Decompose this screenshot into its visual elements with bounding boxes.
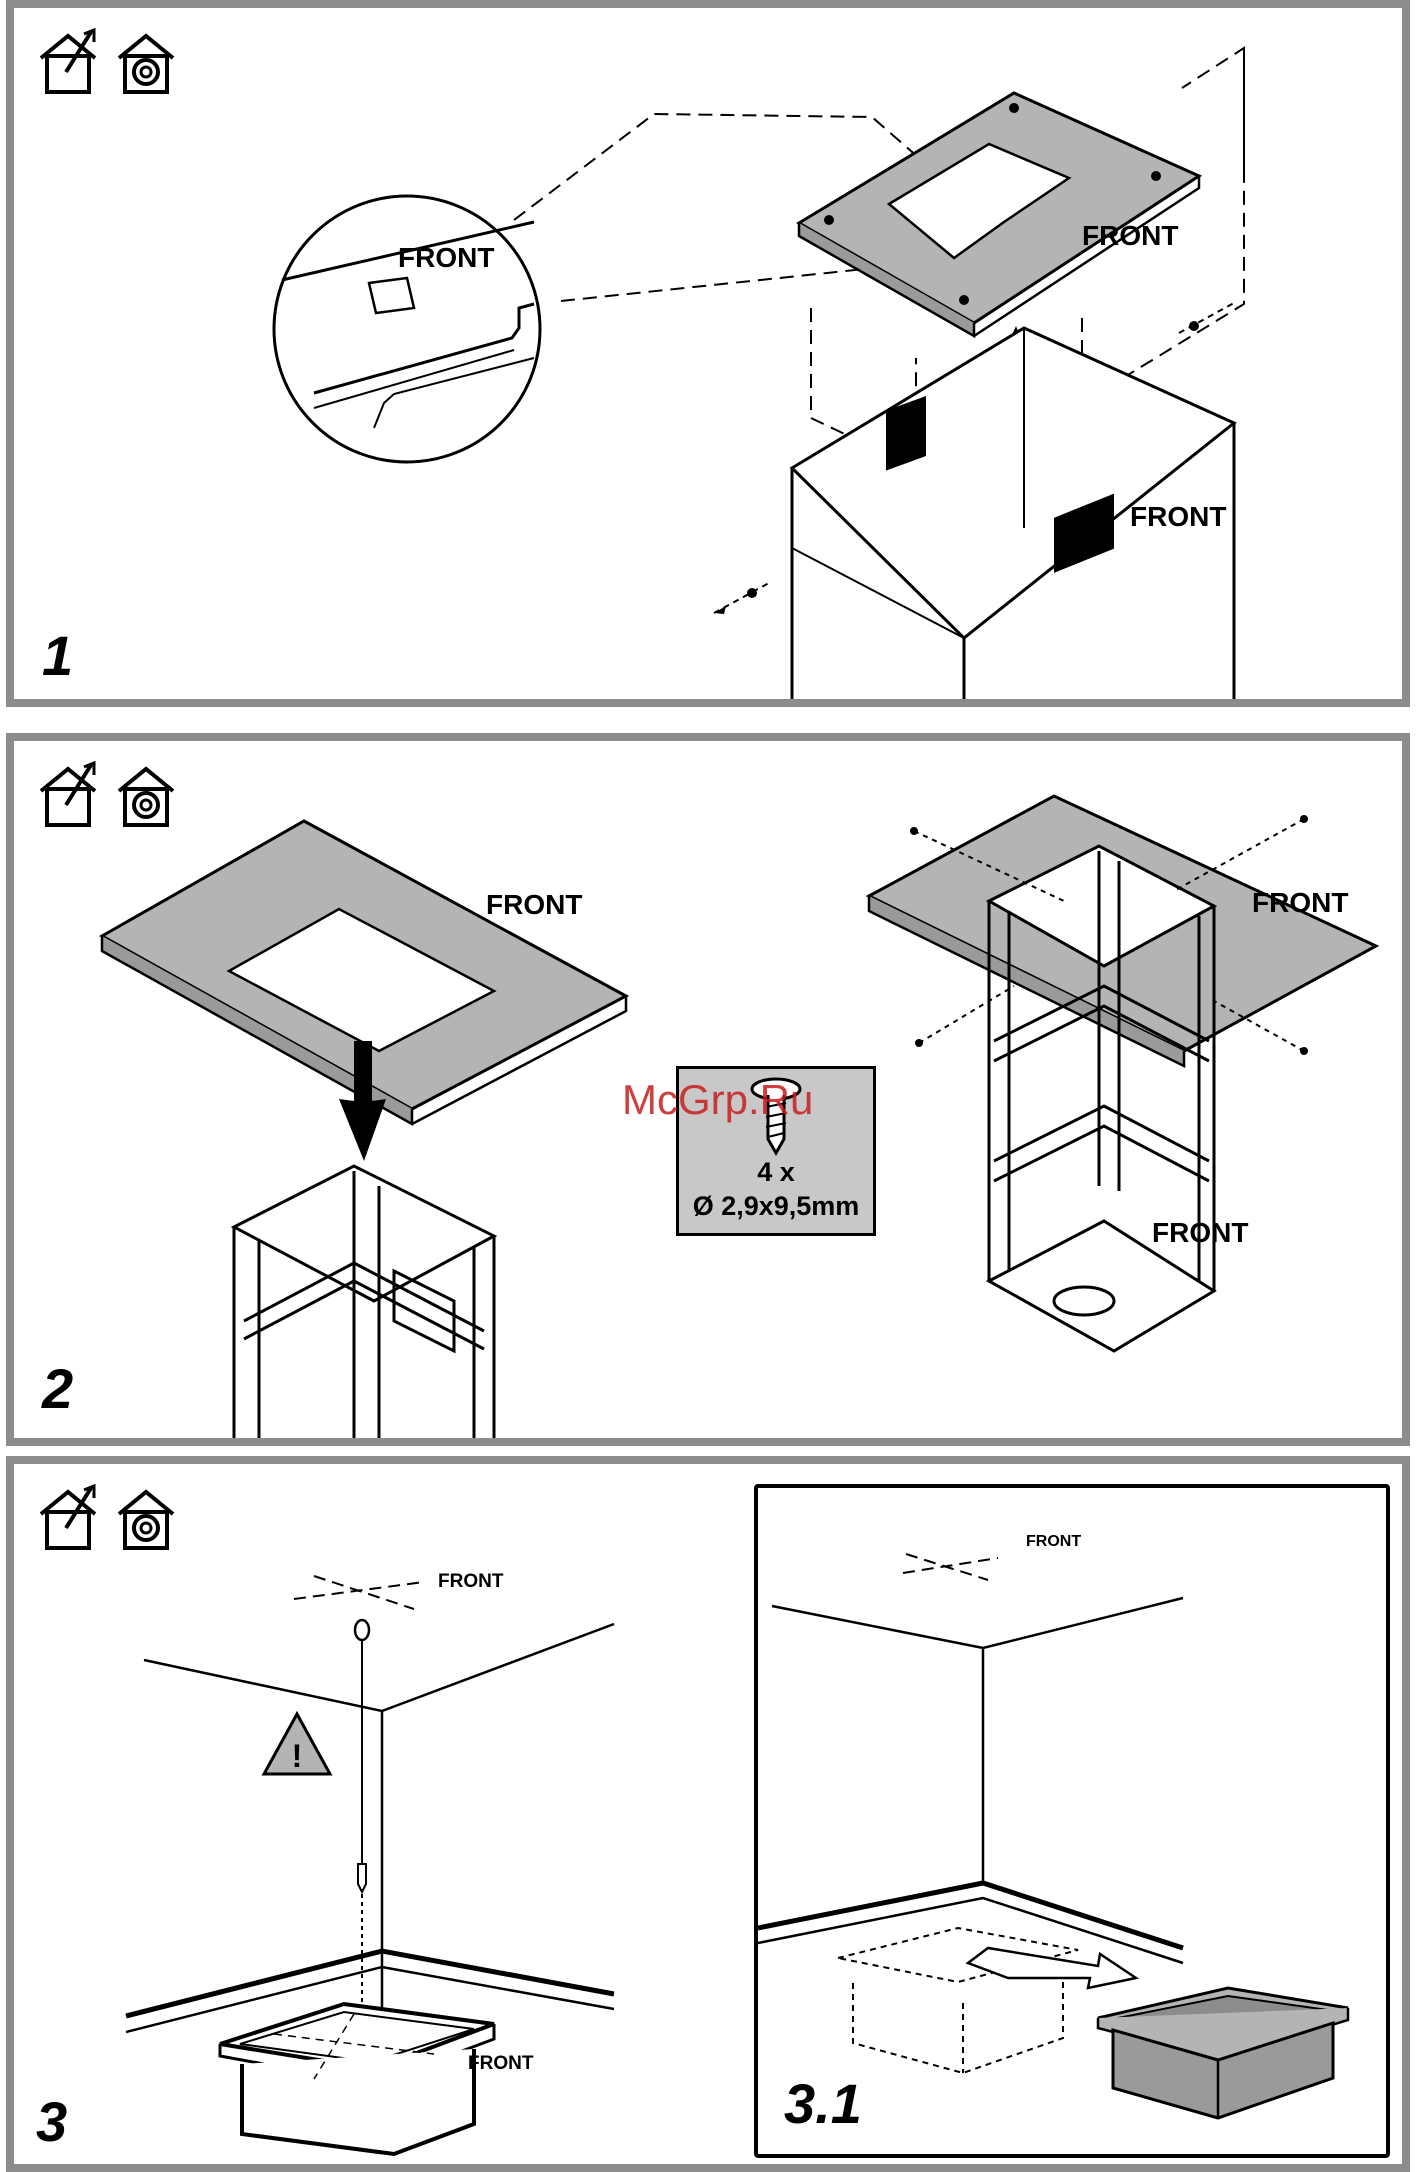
front-label-ceiling: FRONT — [438, 1572, 503, 1591]
front-label-box: FRONT — [468, 2054, 533, 2073]
step-3-1-illustration — [758, 1488, 1386, 2154]
house-exhaust-icon — [41, 30, 95, 92]
front-label-chimney: FRONT — [1130, 503, 1226, 531]
front-label-plate: FRONT — [486, 891, 582, 919]
step-number: 3 — [36, 2094, 67, 2150]
screw-icon — [1189, 321, 1199, 331]
front-label-plate: FRONT — [1082, 222, 1178, 250]
screw-icon — [747, 588, 757, 598]
step-2-panel: FRONT FRONT FRONT 4 x Ø 2,9x9,5mm McGrp.… — [6, 733, 1410, 1446]
chimney-frame — [234, 1166, 494, 1438]
install-mode-icons — [36, 1484, 196, 1554]
house-exhaust-icon — [41, 1486, 95, 1548]
zoom-circle — [274, 196, 540, 462]
house-exhaust-icon — [41, 763, 95, 825]
svg-text:!: ! — [292, 1738, 303, 1774]
front-marker-icon — [369, 278, 414, 313]
watermark: McGrp.Ru — [622, 1076, 813, 1124]
house-recirculation-icon — [119, 1492, 173, 1548]
front-label-ceiling: FRONT — [1026, 1534, 1081, 1550]
install-mode-icons — [36, 28, 196, 98]
arrow-right-icon — [968, 1948, 1136, 1988]
install-mode-icons — [36, 761, 196, 831]
chimney — [792, 328, 1234, 638]
house-recirculation-icon — [119, 769, 173, 825]
step-number: 2 — [42, 1361, 73, 1417]
front-label-frame-top: FRONT — [1252, 889, 1348, 917]
plumb-bob-icon — [358, 1864, 366, 1892]
front-label-zoom: FRONT — [398, 244, 494, 272]
front-label-frame-bottom: FRONT — [1152, 1219, 1248, 1247]
step-number: 1 — [42, 628, 73, 684]
step-3-1-inset: FRONT 3.1 — [754, 1484, 1390, 2158]
screw-size: Ø 2,9x9,5mm — [679, 1191, 873, 1222]
chimney-frame — [989, 846, 1214, 1351]
step-number: 3.1 — [784, 2076, 862, 2132]
step-3-panel: ! FRONT FRONT 3 — [6, 1456, 1410, 2172]
house-recirculation-icon — [119, 36, 173, 92]
step-1-panel: FRONT FRONT FRONT 1 — [6, 0, 1410, 707]
step-1-illustration — [14, 8, 1402, 699]
screw-quantity: 4 x — [679, 1157, 873, 1188]
